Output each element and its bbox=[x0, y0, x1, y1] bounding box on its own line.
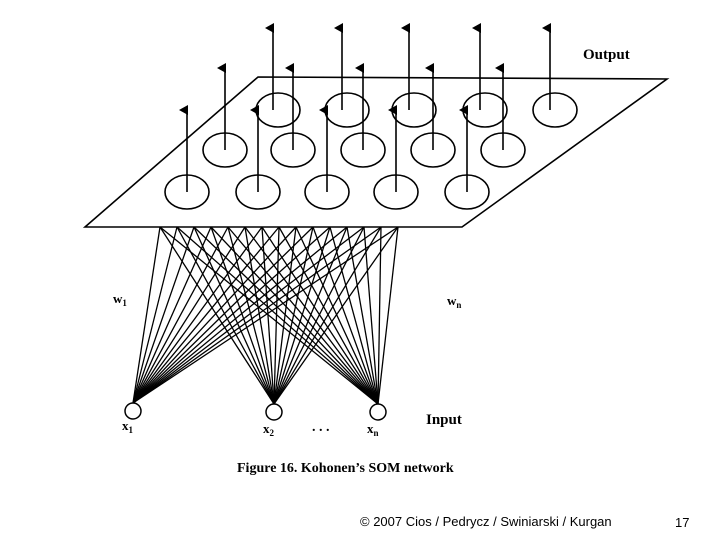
input-nodes bbox=[124, 402, 387, 421]
connection-line bbox=[210, 226, 275, 405]
connection-line bbox=[261, 226, 379, 405]
connection-line bbox=[132, 226, 161, 404]
connection-line bbox=[273, 226, 280, 405]
connection-line bbox=[132, 226, 382, 404]
connection-line bbox=[132, 226, 246, 404]
connection-line bbox=[132, 226, 297, 404]
input-label-x2: x2 bbox=[263, 421, 275, 438]
connection-line bbox=[363, 226, 379, 405]
connection-line bbox=[132, 226, 178, 404]
connection-line bbox=[273, 226, 365, 405]
connection-line bbox=[244, 226, 275, 405]
page-number: 17 bbox=[675, 515, 690, 530]
figure-caption: Figure 16. Kohonen’s SOM network bbox=[237, 461, 454, 476]
input-node-x2 bbox=[265, 403, 283, 421]
weight-label-w1: w1 bbox=[113, 291, 127, 308]
connection-line bbox=[329, 226, 379, 405]
connection-line bbox=[132, 226, 365, 404]
input-node-xn bbox=[369, 403, 387, 421]
connection-line bbox=[193, 226, 379, 405]
copyright-credit: © 2007 Cios / Pedrycz / Swiniarski / Kur… bbox=[360, 514, 612, 529]
connection-line bbox=[132, 226, 348, 404]
input-label-x1: x1 bbox=[122, 418, 134, 435]
connection-line bbox=[244, 226, 379, 405]
connection-line bbox=[132, 226, 263, 404]
output-label: Output bbox=[583, 47, 630, 63]
connection-line bbox=[132, 226, 229, 404]
connection-line bbox=[227, 226, 379, 405]
connection-line bbox=[377, 226, 399, 405]
output-neuron bbox=[391, 92, 437, 128]
connection-line bbox=[210, 226, 379, 405]
connection-line bbox=[132, 226, 399, 404]
connection-line bbox=[176, 226, 379, 405]
input-ellipsis: . . . bbox=[312, 420, 330, 435]
connection-line bbox=[312, 226, 379, 405]
output-neuron bbox=[462, 92, 508, 128]
connection-line bbox=[159, 226, 275, 405]
connection-line bbox=[132, 226, 280, 404]
connection-line bbox=[132, 226, 314, 404]
connection-line bbox=[346, 226, 379, 405]
input-label: Input bbox=[426, 412, 462, 428]
connection-line bbox=[295, 226, 379, 405]
connection-line bbox=[227, 226, 275, 405]
connection-line bbox=[193, 226, 275, 405]
connection-line bbox=[278, 226, 379, 405]
connection-line bbox=[377, 226, 382, 405]
weight-connections bbox=[132, 226, 399, 405]
weight-label-wn: wn bbox=[447, 293, 461, 310]
output-neurons bbox=[164, 23, 578, 210]
connection-line bbox=[159, 226, 379, 405]
input-label-xn: xn bbox=[367, 421, 379, 438]
connection-line bbox=[273, 226, 331, 405]
output-neuron bbox=[532, 92, 578, 128]
connection-line bbox=[273, 226, 297, 405]
connection-line bbox=[273, 226, 314, 405]
connection-line bbox=[176, 226, 275, 405]
connection-line bbox=[273, 226, 399, 405]
connection-line bbox=[273, 226, 348, 405]
connection-line bbox=[132, 226, 195, 404]
connection-line bbox=[273, 226, 382, 405]
connection-line bbox=[132, 226, 331, 404]
connection-line bbox=[132, 226, 212, 404]
input-node-x1 bbox=[124, 402, 142, 420]
